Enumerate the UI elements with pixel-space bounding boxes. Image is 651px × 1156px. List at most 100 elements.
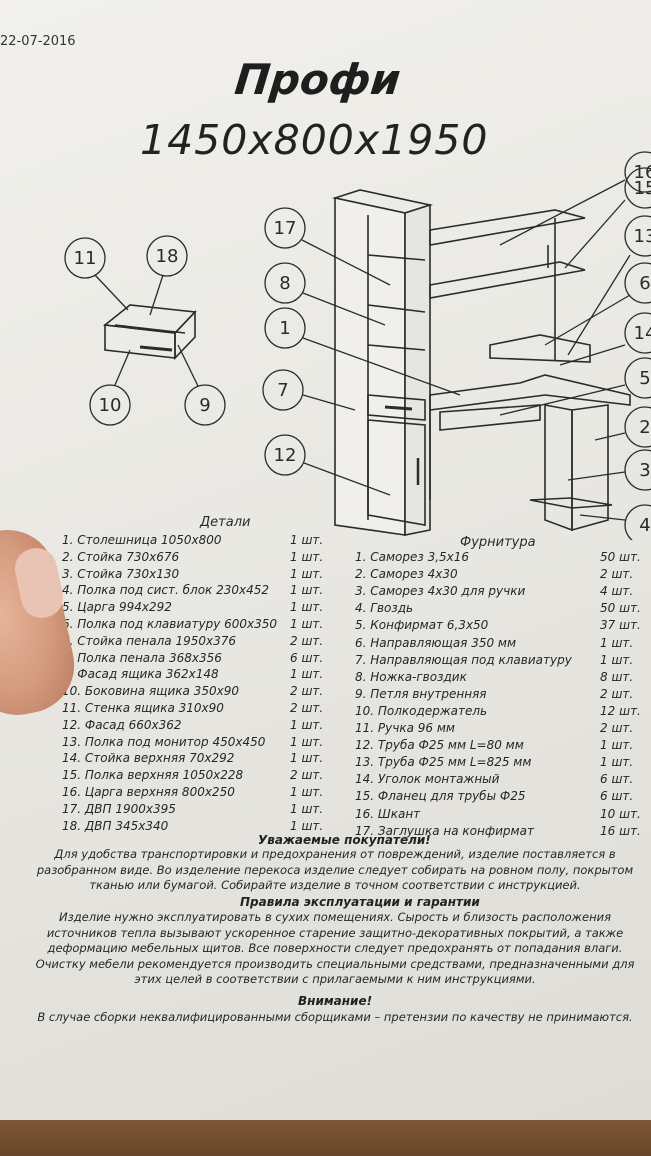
hardware-item-qty: 2 шт. (600, 721, 634, 735)
details-item-name: 17. ДВП 1900x395 (62, 801, 176, 816)
details-item-qty: 1 шт. (290, 734, 324, 749)
hardware-item-qty: 10 шт. (600, 806, 641, 821)
details-item-name: 5. Царга 994x292 (62, 600, 172, 615)
print-date: 22-07-2016 (0, 34, 76, 49)
hardware-item-qty: 1 шт. (600, 738, 634, 753)
desk-drawing (429, 209, 631, 532)
hardware-item-name: 4. Гвоздь (355, 601, 414, 616)
callout-number: 11 (74, 248, 97, 269)
hardware-heading: Фурнитура (460, 535, 536, 550)
drawer-drawing (102, 304, 197, 360)
hardware-item-qty: 6 шт. (600, 789, 634, 804)
callout-number: 8 (279, 273, 290, 294)
hardware-item-qty: 8 шт. (600, 669, 634, 684)
callout-number: 16 (634, 162, 651, 183)
hardware-item-qty: 2 шт. (600, 567, 634, 582)
warning-text: В случае сборки неквалифицированными сбо… (37, 1010, 633, 1024)
callout-number: 12 (274, 445, 297, 466)
hardware-item-name: 5. Конфирмат 6,3x50 (355, 618, 489, 633)
hardware-item-name: 3. Саморез 4x30 для ручки (355, 584, 526, 599)
hardware-item-qty: 4 шт. (600, 584, 634, 599)
hardware-item-name: 2. Саморез 4x30 (355, 567, 458, 582)
details-item-qty: 2 шт. (290, 684, 324, 699)
details-item-name: 16. Царга верхняя 800x250 (62, 785, 235, 799)
details-item-name: 1. Столешница 1050x800 (62, 533, 222, 547)
hardware-item-name: 9. Петля внутренняя (355, 686, 487, 701)
callout-number: 9 (199, 395, 210, 416)
callout-number: 1 (279, 318, 290, 339)
details-item-name: 13. Полка под монитор 450x450 (62, 734, 266, 749)
details-item-qty: 6 шт. (290, 650, 324, 665)
notice-text: Для удобства транспортировки и предохран… (30, 847, 640, 894)
warning-heading: Внимание! (298, 994, 373, 1008)
hardware-item-qty: 1 шт. (600, 652, 634, 667)
notice-line: тканью или бумагой. Собирайте изделие в … (89, 878, 581, 892)
hardware-item-qty: 37 шт. (600, 618, 641, 633)
hardware-item-name: 11. Ручка 96 мм (355, 721, 455, 735)
details-item-name: 9. Фасад ящика 362x148 (62, 667, 219, 682)
callout-number: 17 (274, 218, 297, 239)
hardware-item-name: 8. Ножка-гвоздик (355, 669, 467, 684)
hardware-item-qty: 50 шт. (600, 601, 641, 616)
details-item-name: 3. Стойка 730x130 (62, 566, 180, 581)
details-item-name: 2. Стойка 730x676 (62, 549, 180, 564)
details-item-name: 7. Стойка пенала 1950x376 (62, 633, 236, 648)
hardware-item-name: 10. Полкодержатель (355, 703, 488, 718)
callout-number: 2 (639, 417, 650, 438)
hardware-item-qty: 2 шт. (600, 686, 634, 701)
rules-line: источников тепла вызывают ускоренное ста… (46, 925, 624, 940)
hardware-item-qty: 50 шт. (600, 550, 641, 564)
notice-line: разобранном виде. Во изделение перекоса … (36, 862, 634, 877)
notice-line: Для удобства транспортировки и предохран… (54, 847, 616, 861)
rules-heading: Правила эксплуатации и гарантии (240, 895, 480, 909)
details-item-name: 18. ДВП 345x340 (62, 818, 169, 833)
details-item-name: 15. Полка верхняя 1050x228 (62, 768, 244, 783)
callout-number: 13 (634, 226, 651, 247)
hardware-item-name: 14. Уголок монтажный (355, 772, 500, 787)
callout-number: 18 (156, 246, 179, 267)
callout-number: 5 (639, 368, 650, 389)
details-item-name: 6. Полка под клавиатуру 600x350 (62, 617, 278, 631)
details-heading: Детали (200, 515, 251, 530)
hardware-item-name: 16. Шкант (355, 806, 421, 821)
rules-line: деформацию мебельных щитов. Все поверхно… (47, 941, 623, 955)
instruction-sheet: 22-07-2016 Профи 1450x800x1950 (0, 0, 651, 1120)
hardware-item-qty: 6 шт. (600, 772, 634, 787)
callout-number: 3 (639, 460, 650, 481)
rules-line: Изделие нужно эксплуатировать в сухих по… (58, 910, 611, 924)
details-item-name: 11. Стенка ящика 310x90 (62, 701, 224, 715)
hardware-item-name: 12. Труба Ф25 мм L=80 мм (355, 738, 524, 753)
details-item-qty: 1 шт. (290, 751, 324, 766)
hardware-item-name: 1. Саморез 3,5x16 (355, 550, 470, 564)
details-item-qty: 1 шт. (290, 717, 324, 732)
hardware-item-name: 6. Направляющая 350 мм (355, 635, 517, 650)
callout-number: 14 (634, 323, 651, 344)
details-item-name: 12. Фасад 660x362 (62, 717, 182, 732)
details-item-qty: 1 шт. (290, 818, 324, 833)
hardware-item-name: 13. Труба Ф25 мм L=825 мм (355, 755, 532, 770)
callout-number: 4 (639, 515, 650, 536)
callout-number: 7 (277, 380, 288, 401)
details-item-qty: 1 шт. (290, 785, 324, 799)
notice-heading: Уважаемые покупатели! (258, 833, 431, 847)
rules-line: этих целей в соответствии с прилагаемыми… (134, 972, 536, 986)
details-item-name: 10. Боковина ящика 350x90 (62, 684, 239, 699)
details-item-name: 4. Полка под сист. блок 230x452 (62, 583, 270, 598)
hardware-item-qty: 16 шт. (600, 823, 641, 838)
callout-number: 10 (99, 395, 122, 416)
hardware-item-name: 15. Фланец для трубы Ф25 (355, 789, 526, 804)
details-item-qty: 1 шт. (290, 617, 324, 631)
product-dimensions: 1450x800x1950 (140, 116, 489, 164)
details-item-qty: 2 шт. (290, 768, 324, 783)
details-item-qty: 2 шт. (290, 633, 324, 648)
details-item-qty: 1 шт. (290, 583, 324, 598)
details-item-qty: 1 шт. (290, 549, 324, 564)
rules-line: Очистку мебели рекомендуется производить… (35, 956, 635, 971)
details-item-qty: 1 шт. (290, 801, 324, 816)
rules-text: Изделие нужно эксплуатировать в сухих по… (30, 910, 640, 988)
hardware-item-qty: 1 шт. (600, 635, 634, 650)
hardware-item-name: 7. Направляющая под клавиатуру (355, 652, 572, 667)
hardware-item-qty: 1 шт. (600, 755, 634, 770)
details-item-name: 8. Полка пенала 368x356 (62, 650, 222, 665)
